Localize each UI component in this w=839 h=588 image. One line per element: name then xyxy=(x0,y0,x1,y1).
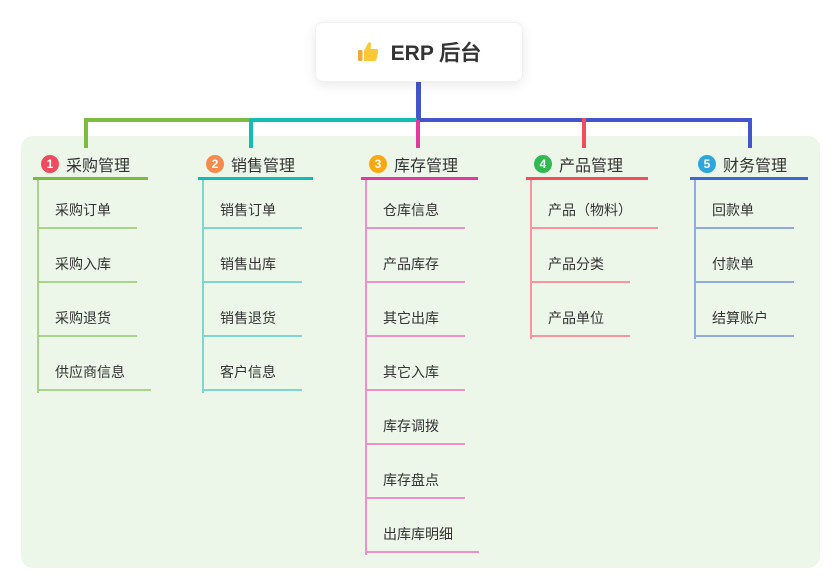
branch-2-items: 销售订单 销售出库 销售退货 客户信息 xyxy=(202,175,302,391)
branch-5-badge: 5 xyxy=(698,154,716,173)
branch-4-items: 产品（物料） 产品分类 产品单位 xyxy=(530,175,658,337)
connector-branch-2-horizontal xyxy=(249,118,419,122)
branch-2-rail xyxy=(202,180,204,393)
branch-1-badge: 1 xyxy=(41,154,59,173)
branch-2-label: 销售管理 xyxy=(231,157,296,175)
branch-item[interactable]: 其它入库 xyxy=(365,337,465,391)
branch-item[interactable]: 销售出库 xyxy=(202,229,302,283)
branch-item[interactable]: 销售退货 xyxy=(202,283,302,337)
branch-3-label: 库存管理 xyxy=(394,157,459,175)
branch-4-header[interactable]: 4 产品管理 xyxy=(526,150,648,180)
branch-5-label: 财务管理 xyxy=(723,157,788,175)
branch-item[interactable]: 销售订单 xyxy=(202,175,302,229)
branch-item[interactable]: 仓库信息 xyxy=(365,175,465,229)
root-connector-line xyxy=(416,82,421,122)
branch-2-header[interactable]: 2 销售管理 xyxy=(198,150,313,180)
branch-3-rail xyxy=(365,180,367,555)
branch-2-badge: 2 xyxy=(206,154,224,173)
branch-3-items: 仓库信息 产品库存 其它出库 其它入库 库存调拨 库存盘点 出库库明细 xyxy=(365,175,479,553)
branch-item[interactable]: 采购订单 xyxy=(37,175,137,229)
branch-1-items: 采购订单 采购入库 采购退货 供应商信息 xyxy=(37,175,151,391)
branch-3-header[interactable]: 3 库存管理 xyxy=(361,150,478,180)
root-label: ERP 后台 xyxy=(390,42,482,65)
branch-item[interactable]: 回款单 xyxy=(694,175,794,229)
connector-branch-3-drop xyxy=(416,120,420,148)
branch-item[interactable]: 产品分类 xyxy=(530,229,630,283)
branch-4-badge: 4 xyxy=(534,154,552,173)
connector-branch-1-horizontal xyxy=(84,118,253,122)
root-node[interactable]: ERP 后台 xyxy=(315,22,523,82)
branch-item[interactable]: 库存盘点 xyxy=(365,445,465,499)
branch-5-items: 回款单 付款单 结算账户 xyxy=(694,175,794,337)
connector-branch-2-drop xyxy=(249,118,253,148)
branch-5-header[interactable]: 5 财务管理 xyxy=(690,150,808,180)
branch-item[interactable]: 库存调拨 xyxy=(365,391,465,445)
branch-item[interactable]: 结算账户 xyxy=(694,283,794,337)
branch-4-rail xyxy=(530,180,532,339)
connector-branch-1-drop xyxy=(84,118,88,148)
branch-3-badge: 3 xyxy=(369,154,387,173)
branch-item[interactable]: 出库库明细 xyxy=(365,499,479,553)
branch-4-label: 产品管理 xyxy=(559,157,624,175)
branch-5-rail xyxy=(694,180,696,339)
connector-branch-4-drop xyxy=(582,118,586,148)
branch-item[interactable]: 产品单位 xyxy=(530,283,630,337)
branch-item[interactable]: 采购退货 xyxy=(37,283,137,337)
branch-item[interactable]: 产品（物料） xyxy=(530,175,658,229)
branch-1-header[interactable]: 1 采购管理 xyxy=(33,150,148,180)
branch-item[interactable]: 付款单 xyxy=(694,229,794,283)
branch-1-rail xyxy=(37,180,39,393)
branch-item[interactable]: 其它出库 xyxy=(365,283,465,337)
branch-item[interactable]: 客户信息 xyxy=(202,337,302,391)
branch-item[interactable]: 供应商信息 xyxy=(37,337,151,391)
branch-1-label: 采购管理 xyxy=(66,157,131,175)
thumbs-up-icon xyxy=(357,40,381,64)
branches-panel xyxy=(21,136,820,568)
branch-item[interactable]: 采购入库 xyxy=(37,229,137,283)
connector-branch-5-drop xyxy=(748,118,752,148)
branch-item[interactable]: 产品库存 xyxy=(365,229,465,283)
